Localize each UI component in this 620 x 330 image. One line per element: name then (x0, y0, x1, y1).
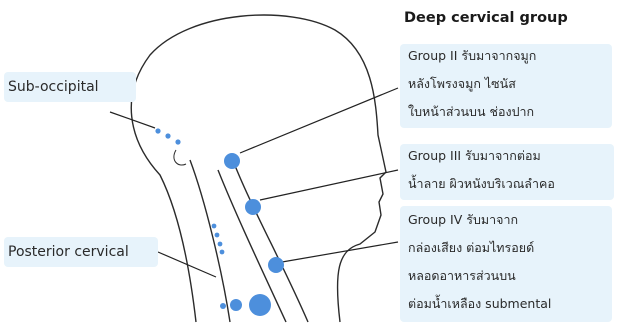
group-iv-line-1: Group IV รับมาจาก (408, 208, 518, 232)
lymph-node-sub-occipital (155, 128, 160, 133)
lymph-node-lower (249, 294, 271, 316)
lymph-node-sub-occipital (165, 133, 170, 138)
lymph-node-group-ii (224, 153, 240, 169)
lymph-node-posterior-cervical (218, 242, 223, 247)
leader-line-group-ii (240, 88, 398, 153)
muscle-line-front (232, 158, 308, 322)
group-iii-line-2: น้ำลาย ผิวหนังบริเวณลำคอ (408, 172, 555, 196)
group-iii-line-1: Group III รับมาจากต่อม (408, 144, 541, 168)
group-iv-line-4: ต่อมน้ำเหลือง submental (408, 292, 551, 316)
leader-line-group-iii (260, 170, 398, 200)
lymph-node-posterior-cervical (215, 233, 220, 238)
head-outline (131, 15, 386, 322)
lymph-node-posterior-cervical (220, 250, 225, 255)
lymph-node-sub-occipital (175, 139, 180, 144)
lymph-node-lower (220, 303, 226, 309)
group-ii-line-2: หลังโพรงจมูก ไซนัส (408, 72, 516, 96)
group-ii-line-1: Group II รับมาจากจมูก (408, 44, 536, 68)
ear-mark (174, 150, 186, 165)
group-ii-line-3: ใบหน้าส่วนบน ช่องปาก (408, 100, 534, 124)
lymph-node-posterior-cervical (212, 224, 217, 229)
label-posterior-cervical: Posterior cervical (8, 245, 129, 259)
lymph-node-lower (230, 299, 242, 311)
leader-line-group-iv (282, 242, 398, 262)
lymph-node-group-iv (268, 257, 284, 273)
leader-line-posterior-cervical (158, 252, 216, 277)
lymph-node-group-iii (245, 199, 261, 215)
group-iv-line-2: กล่องเสียง ต่อมไทรอยด์ (408, 236, 534, 260)
label-sub-occipital: Sub-occipital (8, 80, 99, 94)
group-title: Deep cervical group (404, 10, 568, 26)
group-iv-line-3: หลอดอาหารส่วนบน (408, 264, 516, 288)
